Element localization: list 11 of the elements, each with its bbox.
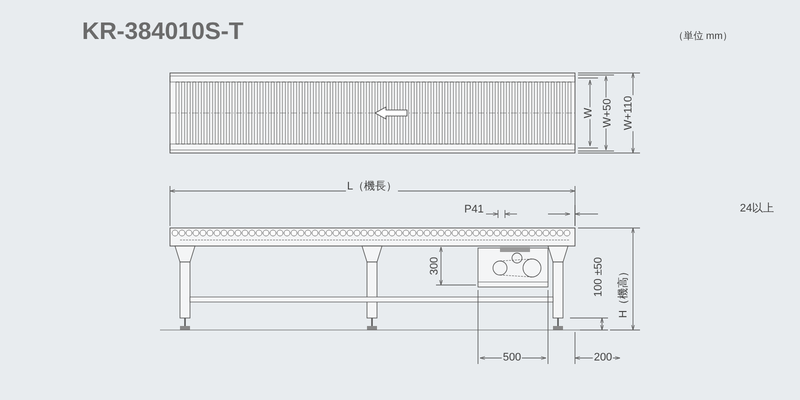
dimension-label: L（機長）	[346, 182, 398, 192]
title: KR-384010S-T	[82, 17, 244, 47]
dimension-label: 200	[592, 352, 614, 364]
dimension-label: W+110	[624, 94, 634, 132]
dimension-label: W+50	[602, 97, 614, 129]
dimension-label: P41	[463, 204, 485, 216]
dimension-label: W	[584, 106, 594, 120]
dimension-label: 24以上	[738, 204, 776, 214]
dimension-label: 100 ±50	[594, 256, 604, 298]
dimension-label: 300	[430, 256, 440, 276]
dimension-label: 500	[502, 352, 522, 364]
